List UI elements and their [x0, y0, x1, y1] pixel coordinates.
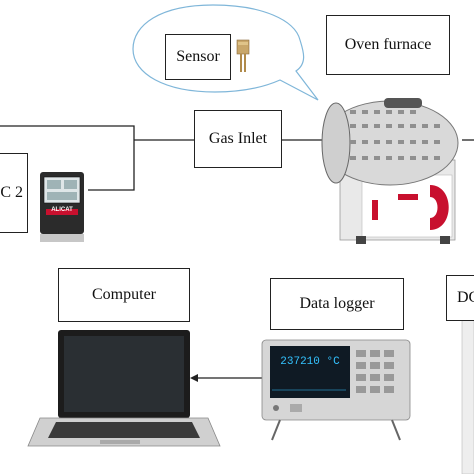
sensor-chip-icon [236, 39, 250, 72]
mfc2-label-box: C 2 [0, 153, 28, 233]
computer-label: Computer [92, 286, 156, 303]
gas-inlet-label-box: Gas Inlet [194, 110, 282, 168]
oven-furnace-label: Oven furnace [344, 36, 432, 53]
logger-reading-display: 237210 °C [280, 356, 340, 368]
mfc2-label: C 2 [0, 184, 23, 201]
arrow-head-icon [190, 374, 198, 382]
laptop-icon [27, 330, 221, 447]
data-logger-icon [261, 339, 411, 441]
sensor-label: Sensor [176, 48, 220, 65]
oven-furnace-label-box: Oven furnace [326, 15, 450, 75]
dc-label-box: DC [446, 275, 474, 321]
data-logger-label-box: Data logger [270, 278, 404, 330]
gas-inlet-label: Gas Inlet [208, 130, 268, 147]
computer-label-box: Computer [58, 268, 190, 322]
mfc-brand-label: ALICAT [51, 207, 73, 213]
data-logger-label: Data logger [299, 295, 375, 312]
sensor-label-box: Sensor [165, 34, 231, 80]
sensor-callout-bubble [132, 4, 319, 101]
oven-furnace-icon [321, 98, 459, 244]
dc-power-supply-icon [461, 309, 474, 474]
mass-flow-controller-icon [40, 172, 84, 242]
dc-label: DC [457, 289, 474, 306]
gas-line-top [0, 125, 135, 191]
